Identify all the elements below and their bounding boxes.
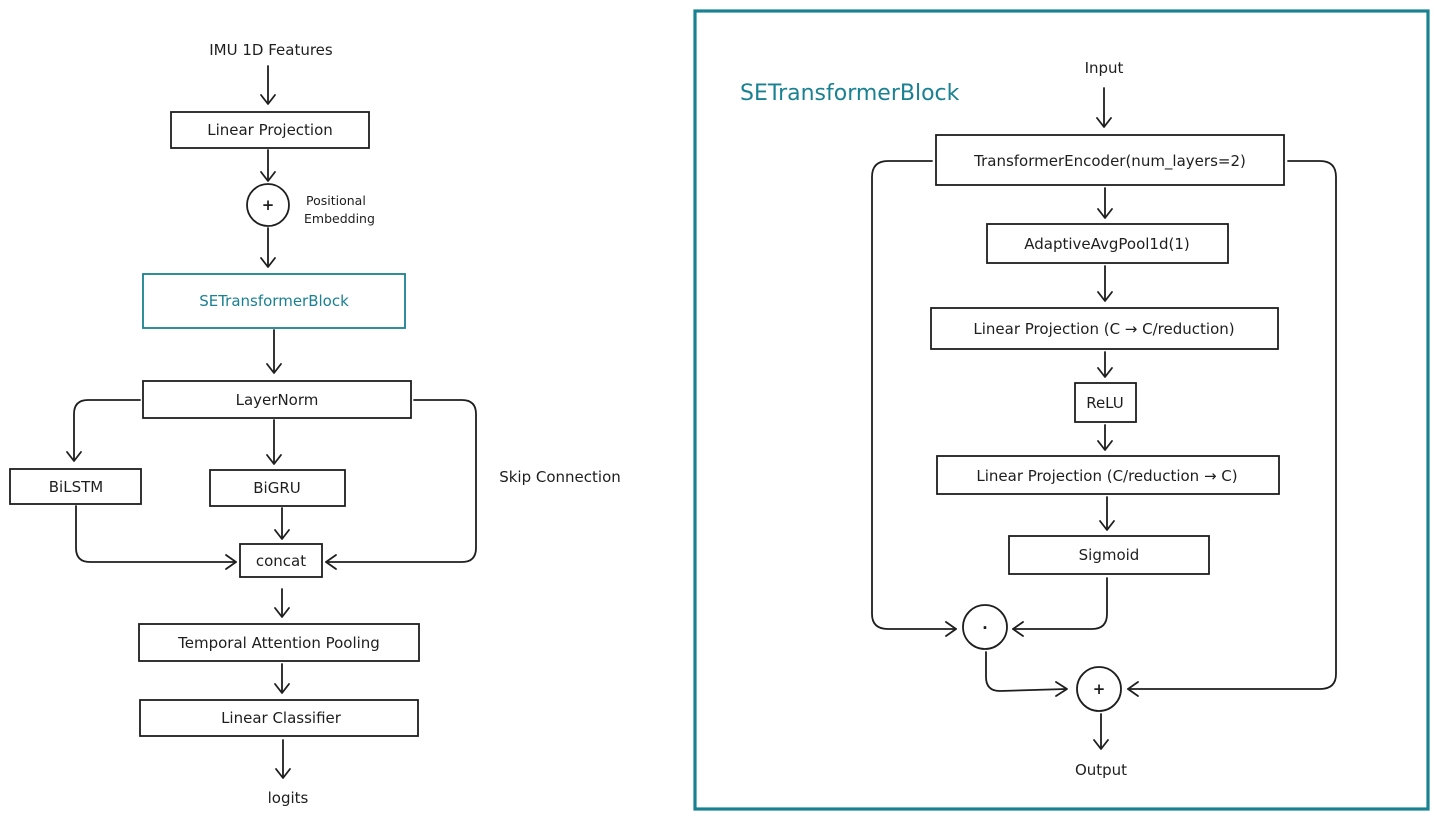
arrow-proj-up-to-sigmoid — [1099, 496, 1115, 531]
bilstm-label: BiLSTM — [49, 478, 103, 496]
arrow-layernorm-to-bigru — [266, 419, 282, 465]
arrow-concat-to-pooling — [274, 588, 290, 618]
add-operator-symbol: + — [1093, 680, 1106, 698]
positional-embedding-label-line2: Embedding — [304, 211, 375, 226]
temporal-attention-pooling-node: Temporal Attention Pooling — [138, 623, 420, 662]
arrow-pooling-to-classifier — [274, 663, 290, 694]
se-transformer-block-label: SETransformerBlock — [199, 292, 349, 310]
positional-embedding-label-line1: Positional — [306, 193, 366, 208]
multiply-operator-symbol: · — [982, 619, 988, 637]
positional-add-node: + — [246, 183, 290, 227]
linear-classifier-node: Linear Classifier — [139, 699, 419, 737]
relu-label: ReLU — [1086, 394, 1124, 412]
multiply-node: · — [962, 604, 1008, 650]
linear-projection-label: Linear Projection — [207, 121, 333, 139]
se-block-title: SETransformerBlock — [740, 81, 960, 106]
arrow-encoder-to-avgpool — [1097, 187, 1113, 219]
linear-classifier-label: Linear Classifier — [221, 709, 342, 727]
se-transformer-block-node: SETransformerBlock — [142, 273, 406, 329]
transformer-encoder-label: TransformerEncoder(num_layers=2) — [973, 152, 1246, 171]
bigru-label: BiGRU — [253, 479, 300, 497]
bigru-node: BiGRU — [209, 469, 346, 507]
arrow-multiply-to-add — [985, 651, 1068, 697]
arrow-input-to-encoder — [1096, 87, 1112, 128]
add-operator-symbol: + — [262, 196, 275, 214]
arrow-bilstm-to-concat — [75, 505, 237, 570]
arrow-sigmoid-to-multiply — [1012, 577, 1108, 637]
arrow-avgpool-to-proj-down — [1097, 265, 1113, 302]
arrow-encoder-residual-to-add — [1127, 160, 1337, 697]
bilstm-node: BiLSTM — [9, 468, 142, 505]
proj-up-node: Linear Projection (C/reduction → C) — [936, 455, 1280, 495]
layernorm-node: LayerNorm — [142, 380, 412, 419]
avgpool-label: AdaptiveAvgPool1d(1) — [1024, 235, 1190, 253]
avgpool-node: AdaptiveAvgPool1d(1) — [986, 223, 1229, 264]
arrow-se-block-to-layernorm — [266, 329, 282, 374]
arrow-layernorm-to-bilstm — [66, 399, 141, 462]
sigmoid-node: Sigmoid — [1008, 535, 1210, 575]
transformer-encoder-node: TransformerEncoder(num_layers=2) — [935, 134, 1285, 186]
concat-node: concat — [239, 543, 323, 578]
temporal-attention-pooling-label: Temporal Attention Pooling — [177, 634, 380, 652]
arrow-add-to-se-block — [260, 227, 276, 268]
input-label: IMU 1D Features — [209, 41, 333, 59]
right-input-label: Input — [1085, 59, 1124, 77]
arrow-add-to-output — [1093, 713, 1109, 750]
layernorm-label: LayerNorm — [236, 391, 319, 409]
arrow-projection-to-add — [260, 149, 276, 182]
linear-projection-node: Linear Projection — [170, 111, 370, 149]
proj-down-node: Linear Projection (C → C/reduction) — [930, 307, 1279, 350]
arrow-relu-to-proj-up — [1097, 424, 1113, 451]
concat-label: concat — [256, 552, 306, 570]
arrow-classifier-to-logits — [275, 739, 291, 779]
skip-connection-arrow — [325, 399, 477, 570]
relu-node: ReLU — [1074, 382, 1137, 423]
arrow-proj-down-to-relu — [1097, 351, 1113, 378]
arrow-bigru-to-concat — [274, 507, 290, 540]
sigmoid-label: Sigmoid — [1079, 546, 1140, 564]
se-block-detail-frame — [693, 9, 1430, 811]
skip-connection-label: Skip Connection — [499, 468, 621, 486]
right-output-label: Output — [1075, 761, 1127, 779]
proj-up-label: Linear Projection (C/reduction → C) — [976, 467, 1237, 485]
logits-label: logits — [268, 789, 309, 807]
proj-down-label: Linear Projection (C → C/reduction) — [973, 320, 1234, 338]
add-node: + — [1076, 666, 1122, 712]
arrow-encoder-to-multiply — [871, 160, 957, 637]
arrow-input-to-projection — [260, 65, 276, 105]
